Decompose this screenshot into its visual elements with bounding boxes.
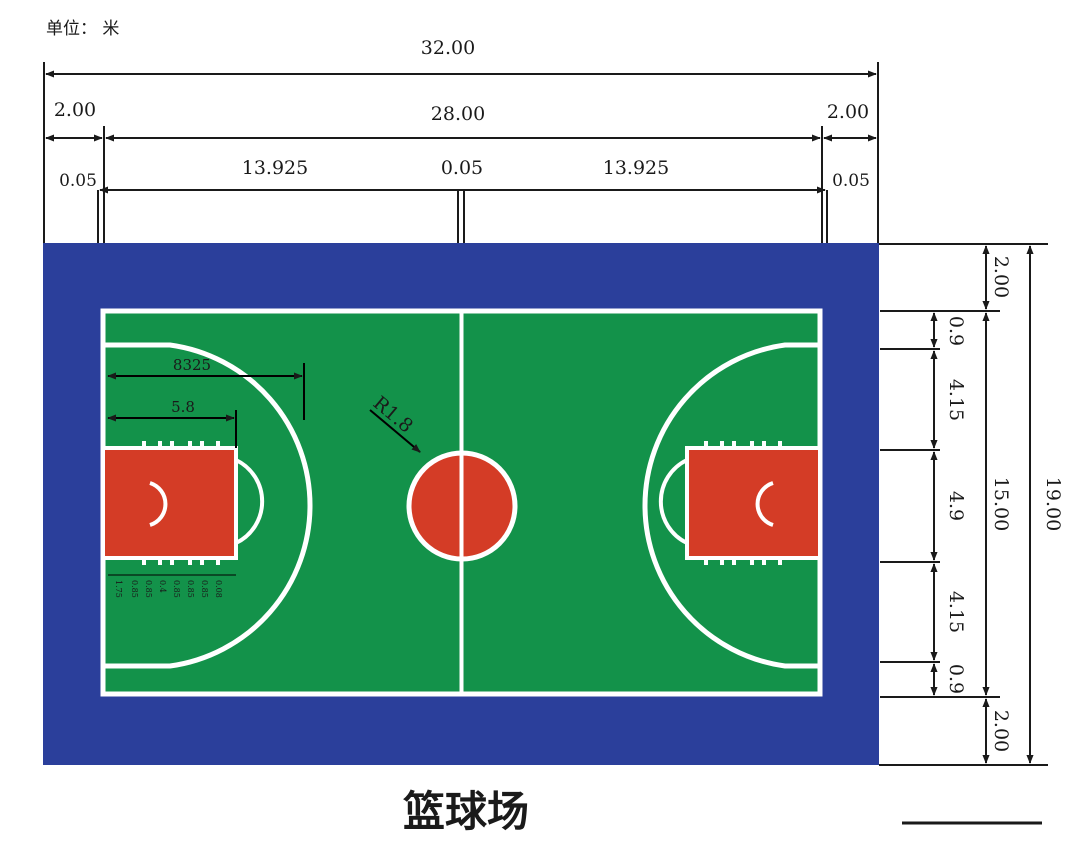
dim-seg2: 4.15 — [945, 379, 967, 421]
lane-mark-labels: 1.75 0.85 0.85 0.4 0.85 0.85 0.85 0.08 — [114, 580, 223, 598]
dim-seg4: 4.15 — [945, 591, 967, 633]
lane-mark-label: 0.85 — [200, 580, 209, 598]
dim-court-length: 28.00 — [431, 103, 485, 125]
dim-left-margin: 2.00 — [54, 99, 96, 121]
dim-right-half: 13.925 — [603, 157, 669, 179]
lane-mark-label: 0.85 — [130, 580, 139, 598]
dim-right-margin: 2.00 — [827, 101, 869, 123]
dim-left-line: 0.05 — [59, 171, 97, 191]
top-dimension-labels: 32.00 2.00 28.00 2.00 0.05 13.925 0.05 1… — [54, 37, 870, 191]
inner-court-dimensions — [107, 363, 421, 576]
paint-length-label: 5.8 — [171, 398, 195, 416]
lane-mark-label: 1.75 — [114, 580, 123, 598]
key-left — [101, 441, 265, 565]
lane-mark-label: 0.85 — [172, 580, 181, 598]
dim-center-line: 0.05 — [441, 157, 483, 179]
key-right — [658, 441, 822, 565]
lane-mark-label: 0.08 — [214, 580, 223, 598]
dim-total-width: 19.00 — [1042, 477, 1064, 531]
dim-top-margin: 2.00 — [990, 256, 1012, 298]
dim-total-length: 32.00 — [421, 37, 475, 59]
lane-mark-label: 0.85 — [144, 580, 153, 598]
top-dimensions — [43, 62, 879, 243]
dim-right-line: 0.05 — [832, 171, 870, 191]
three-point-distance-label: 8325 — [173, 356, 211, 374]
lane-mark-label: 0.4 — [158, 580, 167, 593]
right-dimension-labels: 2.00 0.9 4.15 4.9 4.15 0.9 15.00 2.00 19… — [945, 256, 1064, 752]
three-point-line-left — [103, 342, 313, 669]
dim-left-half: 13.925 — [242, 157, 308, 179]
three-point-line-right — [642, 342, 820, 669]
unit-label: 单位： 米 — [46, 19, 119, 39]
dim-seg1: 0.9 — [945, 316, 967, 346]
dim-seg3: 4.9 — [945, 491, 967, 521]
dim-bottom-margin: 2.00 — [990, 710, 1012, 752]
dim-court-width: 15.00 — [990, 477, 1012, 531]
diagram-title: 篮球场 — [403, 787, 529, 836]
lane-mark-label: 0.85 — [186, 580, 195, 598]
dim-seg5: 0.9 — [945, 664, 967, 694]
right-dimensions — [879, 243, 1048, 766]
